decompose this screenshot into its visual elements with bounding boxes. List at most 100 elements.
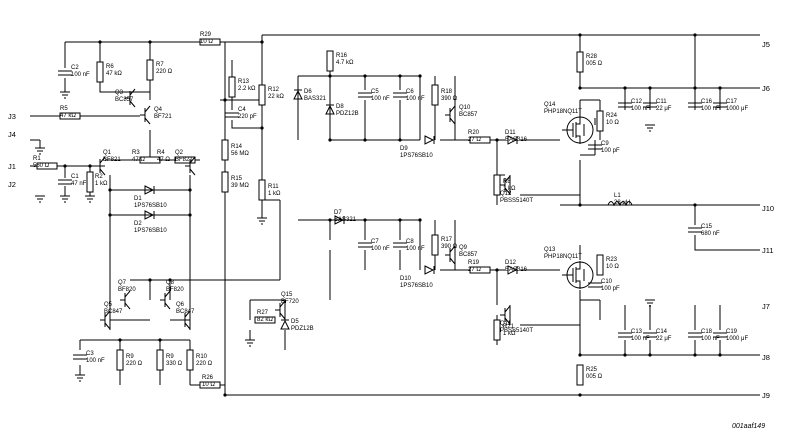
- component-value-label: 560 Ω: [33, 163, 50, 169]
- component-r8: R81 kΩ: [493, 174, 516, 196]
- component-value-label: BF821: [175, 157, 193, 163]
- component-ref-label: R6: [106, 64, 114, 70]
- component-value-label: 005 Ω: [586, 374, 603, 380]
- component-value-label: 1PS76SB10: [400, 283, 433, 289]
- component-value-label: 220 Ω: [156, 69, 173, 75]
- component-value-label: 10 Ω: [202, 382, 215, 388]
- connector-j3: J3: [8, 112, 16, 121]
- component-value-label: PHP18NQ11T: [544, 109, 582, 115]
- component-value-label: 680 nF: [701, 231, 720, 237]
- component-value-label: 47 kΩ: [60, 113, 76, 119]
- component-ref-label: C16: [701, 99, 713, 105]
- component-value-label: 100 nF: [406, 96, 425, 102]
- component-ref-label: Q3: [115, 90, 124, 96]
- component-value-label: 39 MΩ: [231, 183, 249, 189]
- component-ref-label: C5: [371, 89, 379, 95]
- component-value-label: 28 μH: [614, 200, 630, 206]
- component-ref-label: C9: [601, 141, 609, 147]
- component-ref-label: Q14: [544, 102, 556, 108]
- component-value-label: BC847: [176, 309, 195, 315]
- component-value-label: 1 kΩ: [503, 331, 516, 337]
- component-ref-label: R26: [202, 375, 214, 381]
- component-ref-label: R19: [468, 260, 480, 266]
- component-ref-label: Q4: [154, 107, 163, 113]
- component-value-label: 100 pF: [601, 286, 620, 292]
- connector-j4: J4: [8, 130, 16, 139]
- component-ref-label: L1: [614, 193, 621, 199]
- component-ref-label: R13: [238, 79, 250, 85]
- component-value-label: 100 nF: [701, 106, 720, 112]
- component-ref-label: C11: [656, 99, 667, 105]
- component-ref-label: R9: [166, 354, 174, 360]
- component-ref-label: R8: [503, 179, 511, 185]
- component-ref-label: D2: [134, 221, 142, 227]
- junctions: [63, 33, 722, 397]
- component-value-label: 1 kΩ: [95, 181, 108, 187]
- component-value-label: BF720: [281, 299, 299, 305]
- component-value-label: 100 nF: [86, 358, 105, 364]
- component-value-label: 82 kΩ: [257, 317, 273, 323]
- component-ref-label: Q13: [544, 247, 556, 253]
- component-ref-label: Q11: [500, 321, 512, 327]
- component-ref-label: C19: [726, 329, 738, 335]
- component-value-label: 2.2 kΩ: [238, 86, 256, 92]
- component-value-label: BF821: [103, 157, 121, 163]
- component-value-label: 100 nF: [631, 336, 650, 342]
- component-value-label: PDZ12B: [336, 111, 359, 117]
- connector-j11: J11: [762, 246, 774, 255]
- component-ref-label: C17: [726, 99, 738, 105]
- component-value-label: 220 pF: [238, 114, 257, 120]
- component-value-label: 1 kΩ: [268, 191, 281, 197]
- component-value-label: 10 Ω: [606, 264, 619, 270]
- component-ref-label: D7: [334, 210, 342, 216]
- component-ref-label: D11: [505, 130, 516, 136]
- component-value-label: 100 nF: [371, 96, 390, 102]
- component-value-label: PBSS5140T: [500, 328, 533, 334]
- component-ref-label: Q2: [175, 150, 184, 156]
- component-ref-label: Q5: [104, 302, 113, 308]
- component-ref-label: R17: [441, 237, 453, 243]
- component-ref-label: C4: [238, 107, 246, 113]
- component-value-label: 1000 μF: [726, 106, 748, 112]
- component-ref-label: R1: [33, 156, 41, 162]
- component-ref-label: C1: [71, 174, 79, 180]
